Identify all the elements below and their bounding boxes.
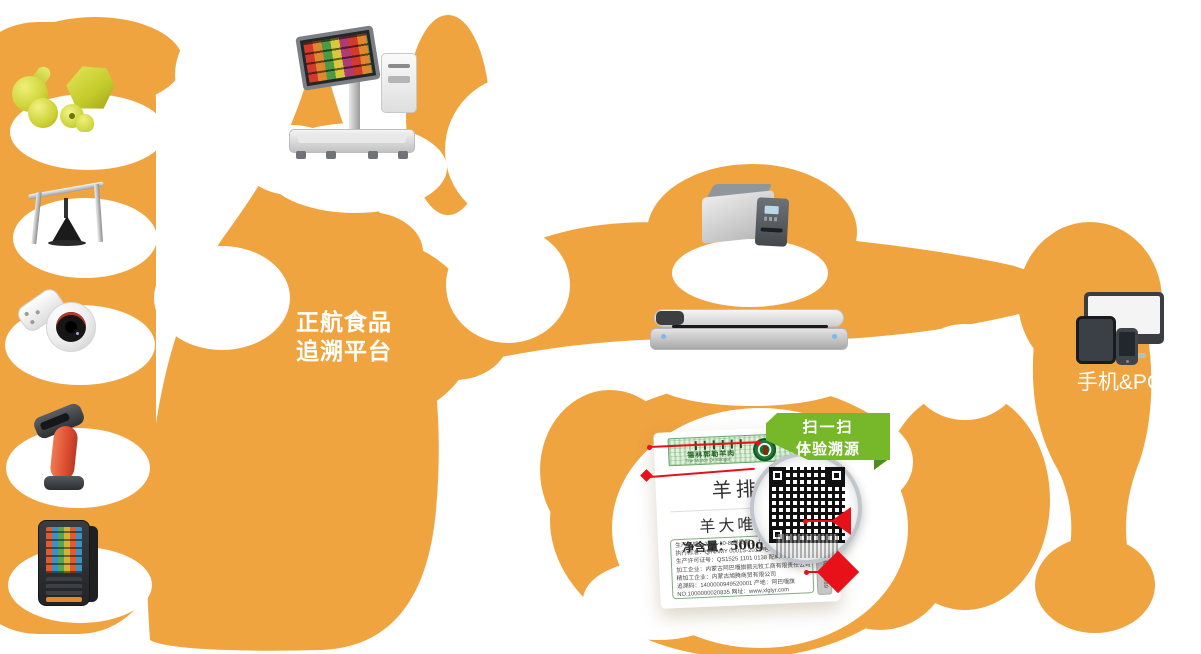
flatbed-scanner-icon	[650, 303, 848, 365]
phone-icon	[1116, 328, 1138, 365]
pda-keypad	[46, 577, 82, 595]
pda-screen	[46, 527, 82, 573]
ribbon-line1: 扫一扫	[802, 419, 854, 436]
ear-tag-disc-small	[28, 98, 58, 128]
ear-tag-cone	[76, 114, 94, 132]
ribbon-line2: 体验溯源	[795, 441, 860, 458]
label-printer-icon	[700, 184, 802, 252]
touchscreen-scale-icon	[283, 25, 441, 159]
rfid-antenna-stand-icon	[22, 172, 110, 252]
red-triangle-marker	[831, 507, 851, 535]
red-callout-line-qr	[803, 518, 832, 524]
camera-lens	[46, 302, 96, 352]
platform-title-line1: 正航食品	[296, 309, 392, 335]
scale-printer-module	[381, 53, 417, 113]
terminal-label: 手机&PC	[1076, 371, 1163, 394]
platform-title: 正航食品 追溯平台	[296, 308, 416, 366]
livestock-ear-tags-icon	[10, 58, 115, 143]
antenna-cone	[52, 216, 82, 242]
strip-en-text: The Mutton Of Xilingol	[685, 456, 731, 465]
scale-platform	[289, 129, 415, 159]
handheld-pda-icon	[26, 520, 104, 610]
ribbon-fold	[874, 458, 890, 470]
tablet-icon	[1076, 316, 1116, 364]
surveillance-camera-icon	[12, 285, 110, 364]
scale-touchscreen	[295, 25, 381, 91]
barcode-scan-gun-icon	[26, 401, 98, 496]
platform-title-line2: 追溯平台	[296, 338, 392, 364]
terminal-device-group	[1076, 292, 1168, 370]
